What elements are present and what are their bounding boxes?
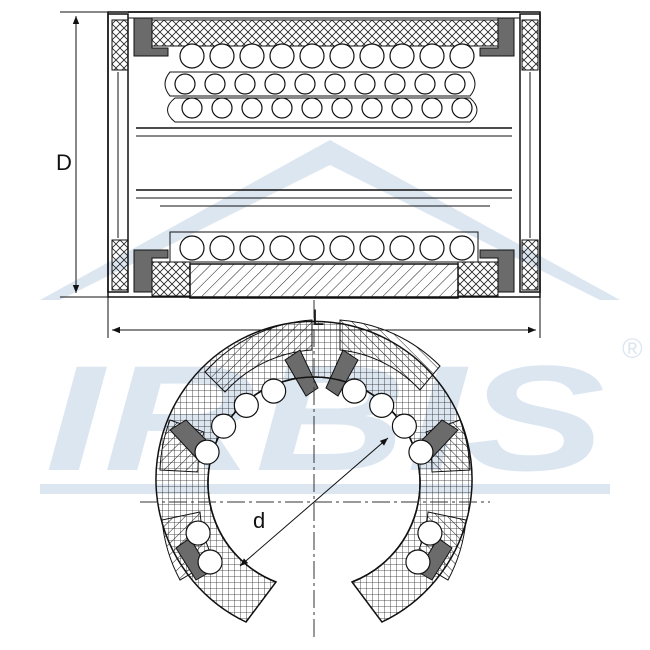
ball xyxy=(174,73,196,95)
ball xyxy=(384,73,406,95)
ball xyxy=(324,73,346,95)
bearing-front-view: d xyxy=(140,300,490,640)
ball xyxy=(369,392,395,418)
dimension-label-d: d xyxy=(253,508,265,533)
ball xyxy=(444,73,466,95)
ball xyxy=(389,43,415,69)
ball xyxy=(269,43,295,69)
ball xyxy=(209,235,235,261)
cage-bottom-right xyxy=(457,261,499,297)
ball xyxy=(264,73,286,95)
ball xyxy=(211,413,237,439)
ball xyxy=(419,235,445,261)
ball-row-return-upper xyxy=(174,73,466,95)
bearing-side-view xyxy=(107,11,541,299)
ball xyxy=(449,235,475,261)
ball xyxy=(271,97,293,119)
ball-row-top xyxy=(179,43,475,69)
ball xyxy=(185,520,211,546)
ball xyxy=(239,235,265,261)
load-plate xyxy=(189,263,459,299)
right-end-seal xyxy=(519,13,541,293)
ball xyxy=(417,520,443,546)
cage-top xyxy=(151,19,499,47)
dimension-outer-diameter: D xyxy=(56,11,108,298)
left-end-seal xyxy=(107,13,129,293)
ball xyxy=(211,97,233,119)
ball xyxy=(354,73,376,95)
ball xyxy=(389,235,415,261)
ball-row-bottom xyxy=(179,235,475,261)
ball xyxy=(181,97,203,119)
ball xyxy=(405,549,431,575)
ball xyxy=(361,97,383,119)
ball xyxy=(239,43,265,69)
ball xyxy=(408,439,434,465)
steel-ring-bottom-left xyxy=(133,249,169,293)
ball xyxy=(294,73,316,95)
ball xyxy=(233,392,259,418)
ball xyxy=(209,43,235,69)
ball xyxy=(329,235,355,261)
ball xyxy=(179,235,205,261)
ball xyxy=(241,97,263,119)
ball xyxy=(414,73,436,95)
dimension-label-D: D xyxy=(56,150,72,175)
front-view-balls xyxy=(185,378,443,575)
bore xyxy=(207,376,421,583)
ball xyxy=(451,97,473,119)
ball xyxy=(391,413,417,439)
ball-row-return-lower xyxy=(181,97,473,119)
ball xyxy=(179,43,205,69)
ball xyxy=(299,235,325,261)
ball xyxy=(329,43,355,69)
ball xyxy=(449,43,475,69)
ball xyxy=(419,43,445,69)
ball xyxy=(331,97,353,119)
ball xyxy=(391,97,413,119)
ball xyxy=(269,235,295,261)
ball xyxy=(301,97,323,119)
ball xyxy=(194,439,220,465)
ball xyxy=(341,378,367,404)
ball xyxy=(359,235,385,261)
ball xyxy=(421,97,443,119)
ball xyxy=(204,73,226,95)
watermark-registered-mark: ® xyxy=(622,333,643,364)
ball xyxy=(299,43,325,69)
ball xyxy=(234,73,256,95)
ball xyxy=(261,378,287,404)
ball xyxy=(197,549,223,575)
cage-bottom-left xyxy=(151,261,191,297)
ball xyxy=(359,43,385,69)
